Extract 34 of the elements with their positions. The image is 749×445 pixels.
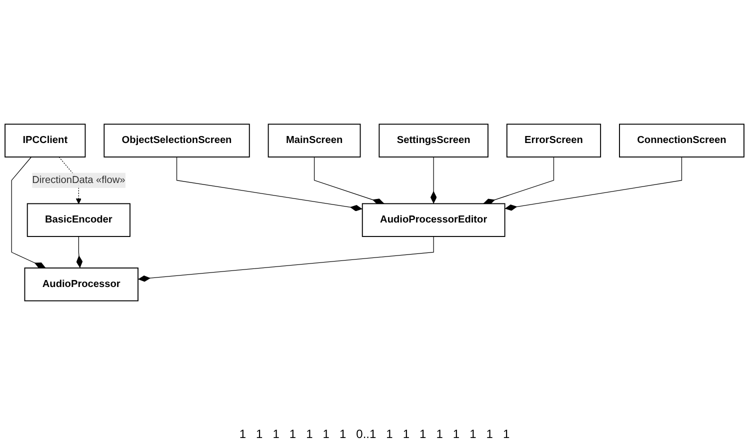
multiplicity-label: 1 bbox=[272, 427, 280, 441]
node-box: AudioProcessorEditor bbox=[362, 203, 506, 237]
node-box: IPCClient bbox=[4, 124, 86, 158]
node-box: BasicEncoder bbox=[26, 203, 130, 237]
multiplicity-label: 1 bbox=[420, 427, 426, 441]
multiplicity-label: 1 bbox=[402, 427, 410, 441]
node-box: ErrorScreen bbox=[506, 124, 602, 158]
connector bbox=[176, 156, 363, 212]
node-box: SettingsScreen bbox=[378, 124, 488, 158]
connector bbox=[482, 156, 554, 205]
multiplicity-label: 1 bbox=[256, 427, 263, 441]
multiplicity-label: 1 bbox=[306, 427, 313, 441]
multiplicity-label: 1 bbox=[502, 427, 510, 441]
connector bbox=[314, 156, 385, 205]
node-box: MainScreen bbox=[268, 124, 361, 158]
multiplicity-label: 1 bbox=[322, 427, 330, 441]
multiplicity-label: 1 bbox=[339, 427, 346, 441]
multiplicity-label: 1 bbox=[436, 427, 443, 441]
node-box: AudioProcessor bbox=[24, 268, 138, 302]
connector bbox=[430, 156, 437, 204]
multiplicity-label: 1 bbox=[386, 427, 393, 441]
connector bbox=[76, 236, 83, 268]
multiplicity-label: 1 bbox=[289, 427, 296, 441]
multiplicity-label: 0..1 bbox=[356, 427, 376, 441]
connector bbox=[11, 156, 46, 268]
multiplicity-label: 1 bbox=[452, 427, 460, 441]
node-box: ConnectionScreen bbox=[619, 124, 744, 158]
multiplicity-label: 1 bbox=[486, 427, 493, 441]
node-box: ObjectSelectionScreen bbox=[104, 124, 250, 158]
multiplicity-label: 1 bbox=[470, 427, 476, 441]
edge-label: DirectionData «flow» bbox=[32, 174, 126, 186]
connector bbox=[504, 156, 682, 211]
connector bbox=[138, 236, 434, 282]
multiplicity-label: 1 bbox=[239, 427, 246, 441]
